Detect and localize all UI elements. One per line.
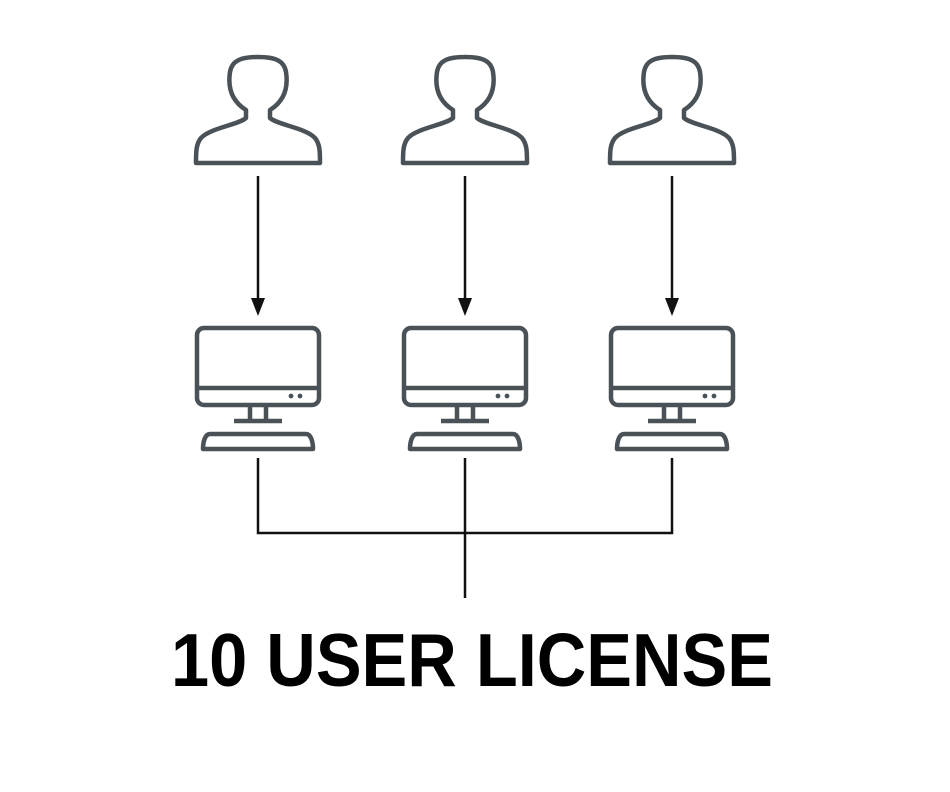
license-title: 10 USER LICENSE — [171, 618, 773, 702]
arrow-down-icon — [458, 176, 472, 316]
connector — [256, 458, 674, 598]
user-column — [193, 54, 323, 452]
user-icon — [400, 54, 530, 166]
user-icon — [193, 54, 323, 166]
computer-icon — [608, 325, 736, 452]
user-column — [400, 54, 530, 452]
user-icon — [607, 54, 737, 166]
arrow-down-icon — [665, 176, 679, 316]
computer-icon — [194, 325, 322, 452]
computer-icon — [401, 325, 529, 452]
user-column — [607, 54, 737, 452]
arrow-down-icon — [251, 176, 265, 316]
